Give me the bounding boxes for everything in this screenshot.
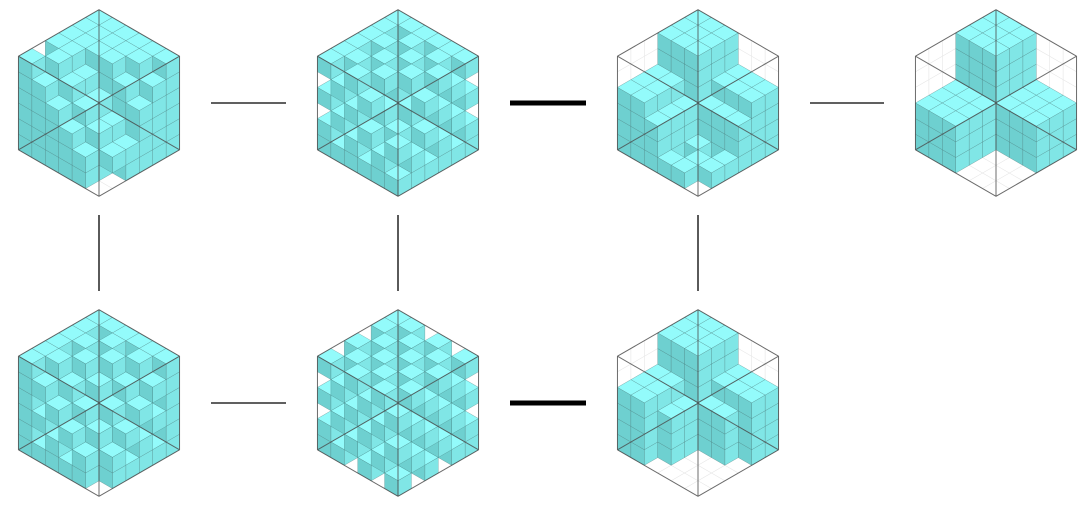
voxel-cube-n6: [316, 309, 480, 497]
voxel-cube-n7: [616, 309, 780, 497]
voxel-cube-n4: [914, 9, 1078, 197]
bounding-box: [616, 309, 780, 497]
voxels: [317, 309, 479, 497]
voxel-cube-n2: [316, 9, 480, 197]
bounding-box: [17, 309, 181, 497]
bounding-box: [316, 9, 480, 197]
bounding-box: [17, 9, 181, 197]
connectors: [98, 100, 884, 406]
voxel-cube-n3: [616, 9, 780, 197]
bounding-box: [616, 9, 780, 197]
voxels: [915, 9, 1077, 174]
bounding-box: [316, 309, 480, 497]
voxel-cube-n5: [17, 309, 181, 497]
voxel-cube-n1: [17, 9, 181, 197]
bounding-box: [914, 9, 1078, 197]
